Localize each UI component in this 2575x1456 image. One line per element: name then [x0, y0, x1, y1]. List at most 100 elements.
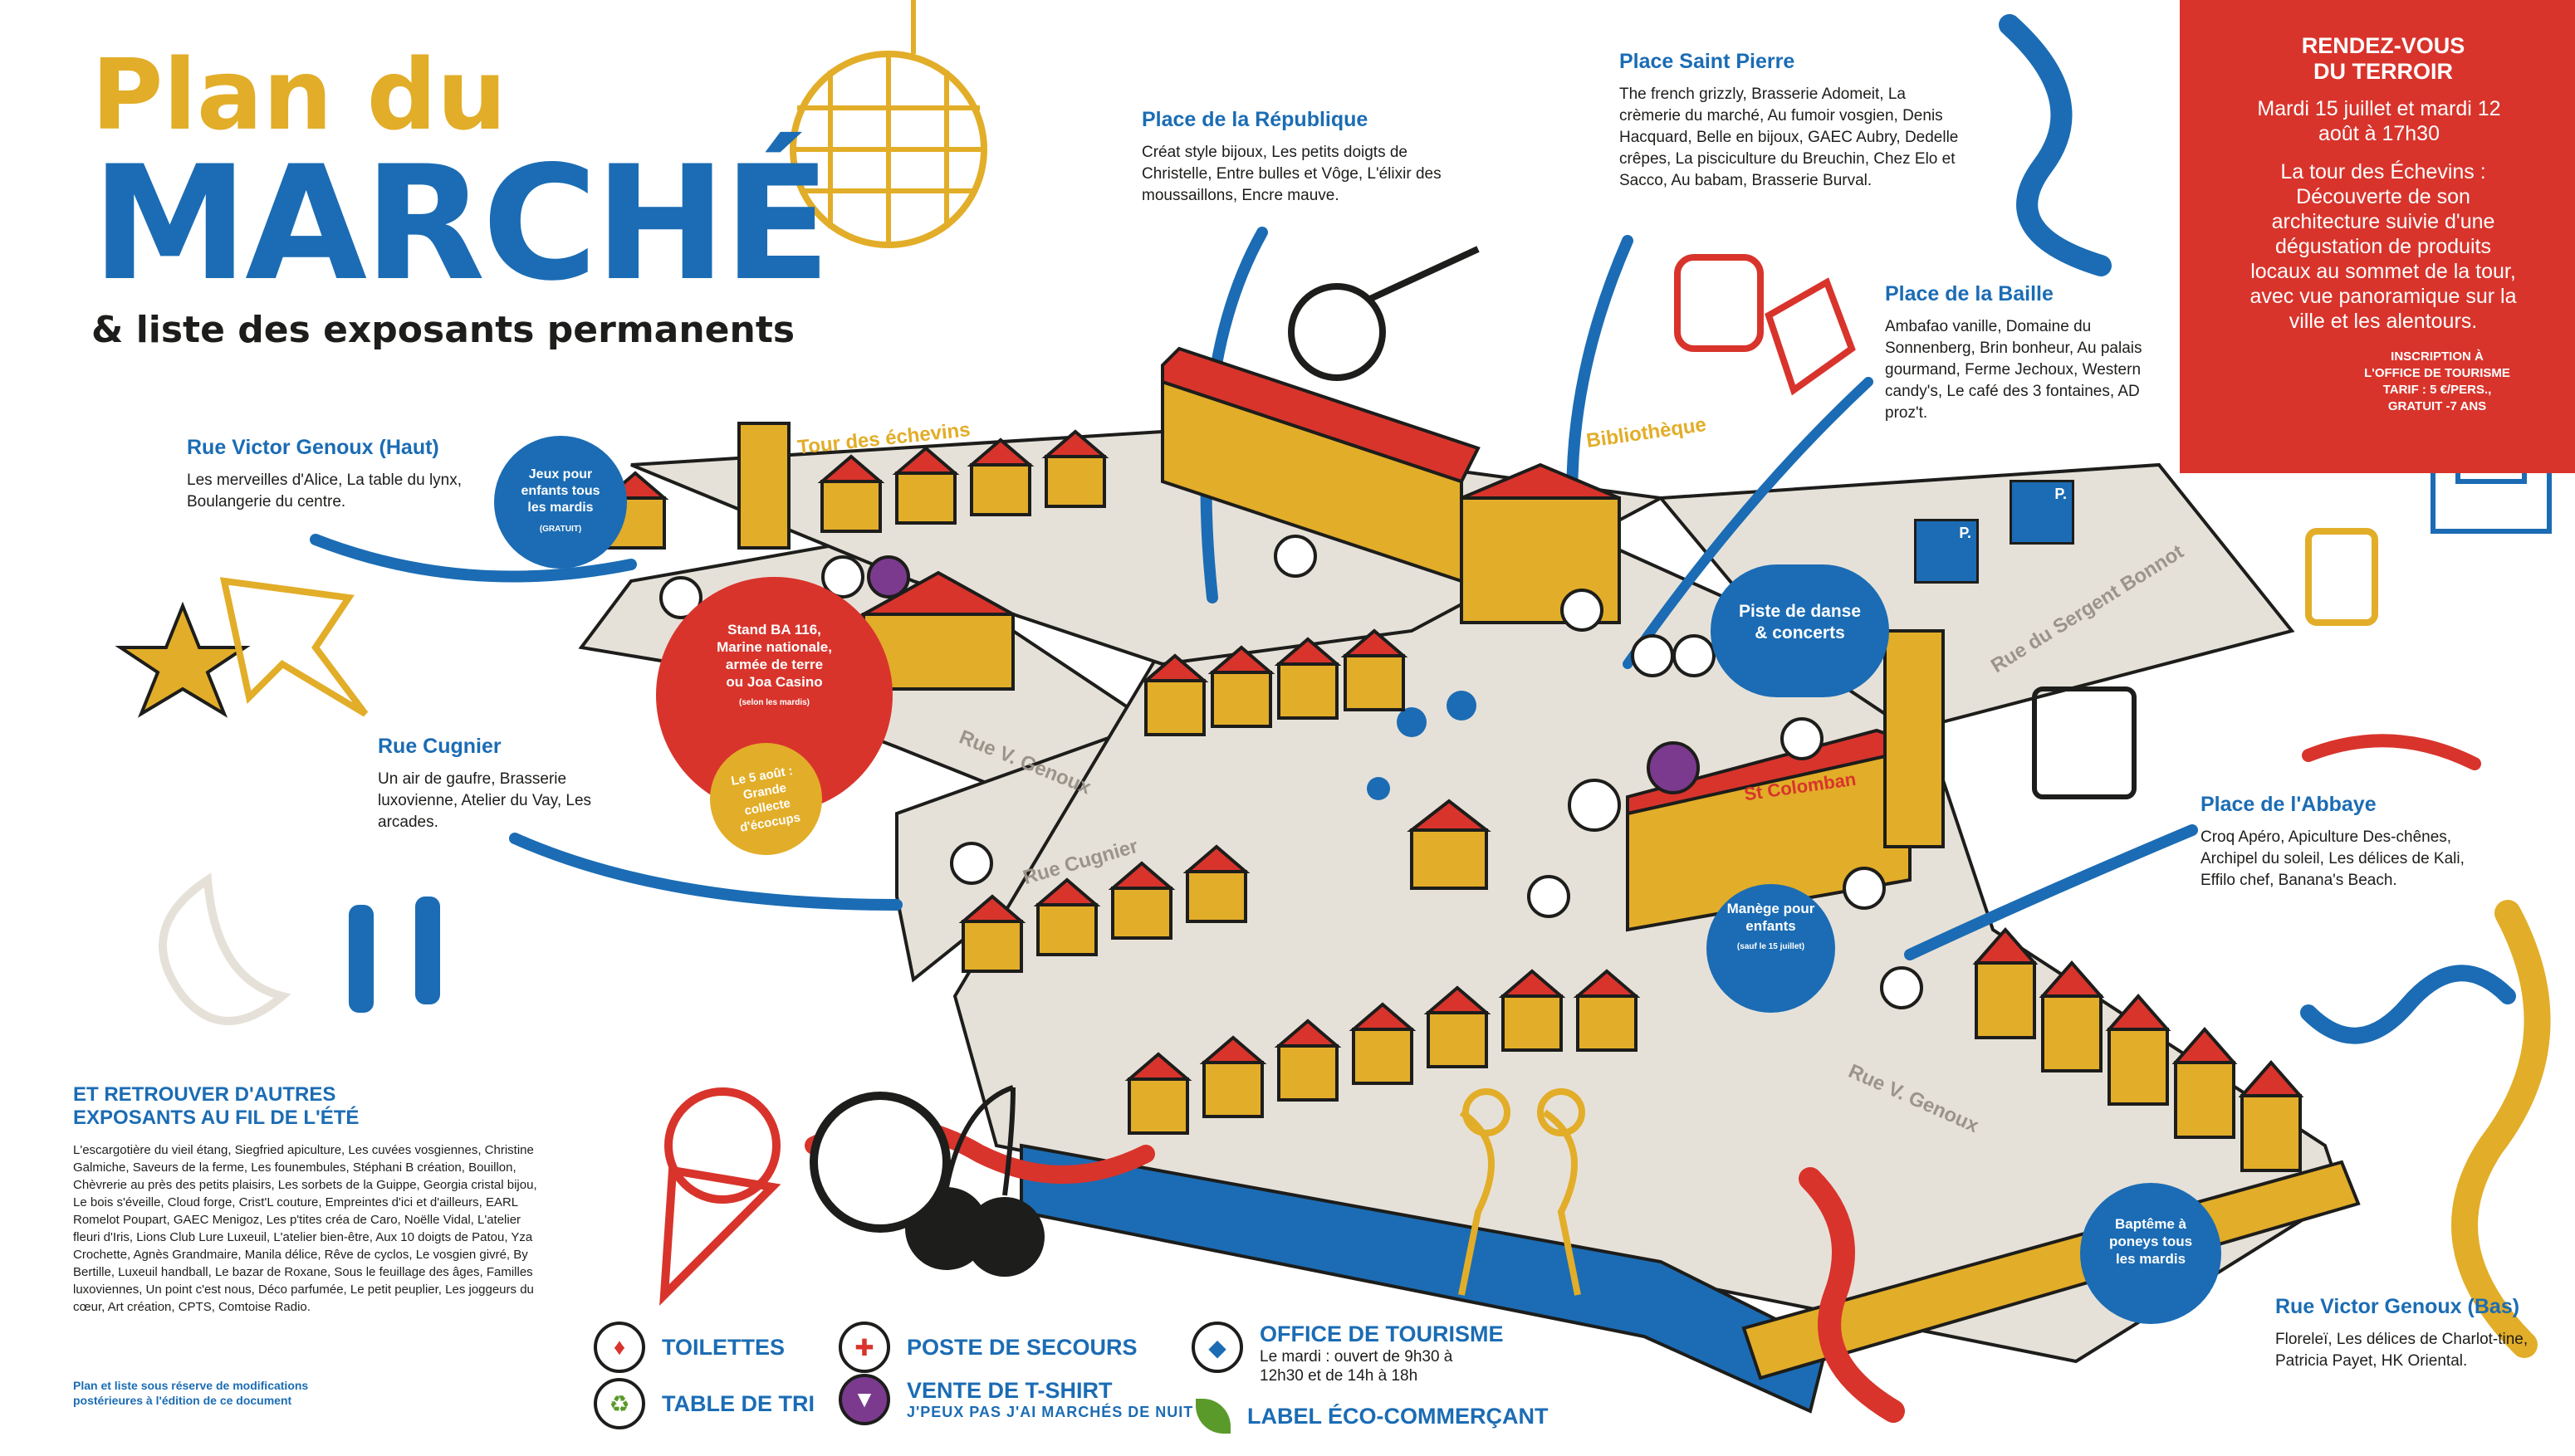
toilet-icon — [1843, 867, 1886, 910]
recycling-icon — [950, 842, 993, 885]
circle-text: Baptême à poneys tous les mardis — [2108, 1215, 2193, 1267]
legend-office: ◆ OFFICE DE TOURISME Le mardi : ouvert d… — [1192, 1322, 1504, 1385]
circle-jeux-enfants: Jeux pour enfants tous les mardis (GRATU… — [494, 436, 627, 569]
place-baille: Place de la Baille Ambafao vanille, Doma… — [1885, 282, 2159, 424]
circle-text: Stand BA 116, Marine nationale, armée de… — [717, 622, 832, 690]
leaf-icon — [1196, 1399, 1231, 1434]
beer-illustration — [2305, 528, 2378, 626]
rendezvous-dates: Mardi 15 juillet et mardi 12 août à 17h3… — [2257, 97, 2501, 145]
place-republique: Place de la République Créat style bijou… — [1142, 108, 1449, 207]
circle-poneys: Baptême à poneys tous les mardis — [2080, 1183, 2221, 1324]
legend-eco-label: LABEL ÉCO-COMMERÇANT — [1196, 1399, 1548, 1434]
parking-label: P. — [2054, 486, 2067, 502]
circle-piste-danse: Piste de danse & concerts — [1711, 564, 1889, 697]
ice-cream-illustration — [659, 1087, 781, 1306]
legend-label: TOILETTES — [662, 1334, 786, 1360]
tourist-office-icon — [821, 555, 864, 599]
place-victor-genoux-haut: Rue Victor Genoux (Haut) Les merveilles … — [187, 436, 486, 513]
swoosh-blue-abbaye — [1904, 824, 2198, 960]
music-notes-illustration — [1367, 691, 1476, 800]
blue-bar-left — [349, 905, 374, 1013]
other-exhibitors-list: L'escargotière du vieil étang, Siegfried… — [73, 1143, 537, 1314]
legend-label: POSTE DE SECOURS — [907, 1334, 1138, 1360]
place-vendors: Les merveilles d'Alice, La table du lynx… — [187, 471, 463, 511]
place-vendors: Créat style bijoux, Les petits doigts de… — [1142, 144, 1442, 204]
swoosh-yellow-right — [2451, 900, 2551, 1358]
legend-tshirt: ▼ VENTE DE T-SHIRT J'PEUX PAS J'AI MARCH… — [839, 1374, 1193, 1425]
star-illustration — [115, 601, 251, 718]
title-plan: Plan du — [91, 37, 507, 152]
swoosh-blue-right — [2300, 965, 2516, 1044]
place-title: Rue Victor Genoux (Bas) — [2275, 1295, 2520, 1318]
circle-manege: Manège pour enfants (sauf le 15 juillet) — [1706, 884, 1835, 1013]
dancers-illustration — [1458, 1088, 1585, 1296]
recycling-icon — [1527, 875, 1570, 918]
legend-label: OFFICE DE TOURISME — [1260, 1322, 1504, 1346]
rendezvous-banner: RENDEZ-VOUS DU TERROIR Mardi 15 juillet … — [2180, 0, 2575, 473]
legend-tri: ♻ TABLE DE TRI — [594, 1378, 815, 1429]
guitar-illustration — [1288, 246, 1480, 381]
swoosh-blue-haut — [310, 534, 637, 583]
toilet-icon — [1672, 634, 1716, 677]
circle-note: (GRATUIT) — [539, 525, 582, 534]
other-exhibitors: ET RETROUVER D'AUTRES EXPOSANTS AU FIL D… — [73, 1083, 538, 1316]
swoosh-blue-cugnier — [509, 833, 903, 911]
parking-label: P. — [1959, 525, 1971, 541]
circle-text: Le 5 août : Grande collecte d'écocups — [730, 763, 802, 835]
other-exhibitors-title: ET RETROUVER D'AUTRES EXPOSANTS AU FIL D… — [73, 1083, 360, 1129]
recycling-icon — [1274, 535, 1317, 578]
legend-toilettes: ♦ TOILETTES — [594, 1322, 785, 1373]
circle-text: Jeux pour enfants tous les mardis — [521, 467, 600, 515]
place-vendors: Croq Apéro, Apiculture Des-chênes, Archi… — [2200, 828, 2465, 889]
tshirt-icon — [1647, 741, 1700, 794]
cheese-illustration — [1674, 254, 1856, 396]
first-aid-icon — [1568, 779, 1621, 832]
swoosh-red-right — [2302, 734, 2481, 770]
subtitle: & liste des exposants permanents — [91, 309, 796, 351]
legend-label: TABLE DE TRI — [662, 1390, 815, 1416]
disclaimer: Plan et liste sous réserve de modificati… — [73, 1379, 309, 1407]
rendezvous-description: La tour des Échevins : Découverte de son… — [2249, 160, 2517, 333]
roulette-illustration — [810, 1092, 951, 1233]
rendezvous-inscription: INSCRIPTION À L'OFFICE DE TOURISME TARIF… — [2364, 349, 2510, 413]
recycling-icon — [659, 576, 702, 619]
toilet-icon — [1560, 589, 1603, 632]
circle-text: Manège pour enfants — [1726, 901, 1815, 934]
legend-sublabel: J'PEUX PAS J'AI MARCHÉS DE NUIT — [907, 1404, 1194, 1420]
moon-illustration — [159, 872, 291, 1025]
recycling-icon — [1631, 634, 1674, 677]
circle-note: (sauf le 15 juillet) — [1736, 942, 1805, 951]
recycling-icon — [1780, 717, 1824, 760]
legend-secours: ✚ POSTE DE SECOURS — [839, 1322, 1138, 1373]
place-vendors: The french grizzly, Brasserie Adomeit, L… — [1619, 86, 1959, 189]
legend-hours: Le mardi : ouvert de 9h30 à 12h30 et de … — [1260, 1348, 1453, 1385]
tshirt-icon: ▼ — [839, 1374, 890, 1425]
jet-illustration — [219, 577, 369, 717]
place-rue-cugnier: Rue Cugnier Un air de gaufre, Brasserie … — [378, 735, 627, 833]
place-vendors: Ambafao vanille, Domaine du Sonnenberg, … — [1885, 318, 2142, 422]
disco-ball-illustration — [790, 0, 987, 248]
tourist-office-icon: ◆ — [1192, 1322, 1243, 1373]
place-abbaye: Place de l'Abbaye Croq Apéro, Apiculture… — [2200, 793, 2491, 892]
parking-bike-icon: P. — [2010, 480, 2074, 545]
place-vendors: Un air de gaufre, Brasserie luxovienne, … — [378, 770, 592, 831]
recycling-icon: ♻ — [594, 1378, 645, 1429]
blue-bar-right — [415, 897, 440, 1004]
swoosh-blue-topright — [1999, 14, 2112, 276]
place-title: Place de la République — [1142, 108, 1368, 131]
legend-label: LABEL ÉCO-COMMERÇANT — [1247, 1403, 1549, 1429]
place-vendors: Floreleï, Les délices de Charlot-tine, P… — [2275, 1331, 2528, 1370]
accordion-illustration — [2032, 686, 2137, 799]
recycling-icon — [1880, 966, 1923, 1009]
place-title: Place de l'Abbaye — [2200, 793, 2377, 816]
circle-text: Piste de danse & concerts — [1738, 602, 1862, 642]
place-title: Rue Victor Genoux (Haut) — [187, 436, 439, 459]
place-title: Rue Cugnier — [378, 735, 502, 758]
swoosh-red-bottom — [1799, 1167, 1905, 1423]
map-markers — [659, 535, 1923, 1009]
place-title: Place de la Baille — [1885, 282, 2054, 305]
rendezvous-title: RENDEZ-VOUS DU TERROIR — [2301, 33, 2465, 84]
place-saint-pierre: Place Saint Pierre The french grizzly, B… — [1619, 50, 1960, 192]
tshirt-icon — [867, 555, 910, 599]
